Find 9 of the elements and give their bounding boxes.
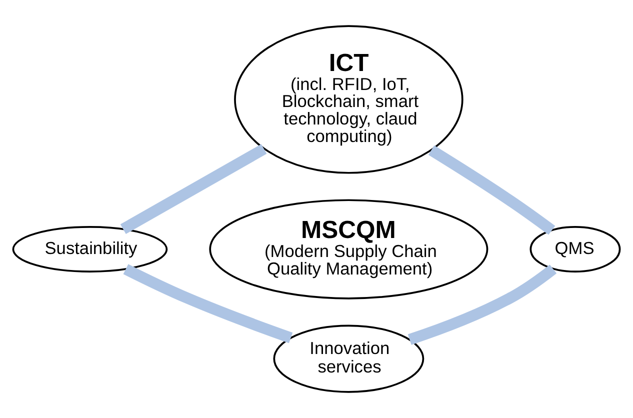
connector — [123, 264, 293, 344]
node-ellipse: MSCQM (Modern Supply Chain Quality Management) — [209, 199, 488, 300]
node-ellipse: ICT (incl. RFID, IoT, Blockchain, smart technology, claud computing) — [234, 25, 464, 174]
node-ellipse: Sustainbility — [12, 226, 168, 272]
node-ellipse: Innovation services — [273, 324, 424, 393]
connector — [120, 144, 267, 234]
connector — [428, 145, 556, 235]
connector — [408, 264, 557, 345]
node-ellipse: QMS — [530, 226, 621, 272]
